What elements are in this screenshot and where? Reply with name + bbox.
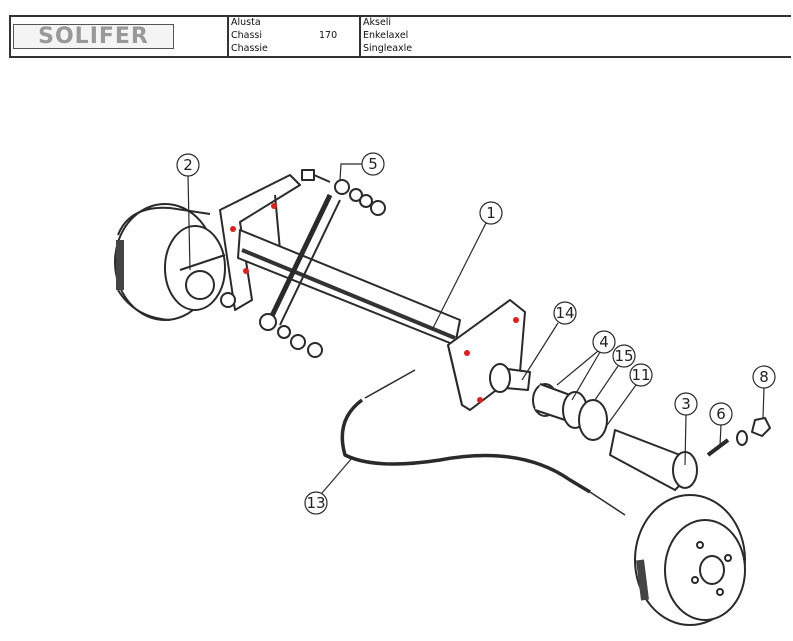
callout-15-label: 15 [614,347,633,365]
callout-2-label: 2 [183,156,193,174]
part-english: Singleaxle [363,43,413,54]
callout-5-label: 5 [368,155,378,173]
callout-11: 11 [604,363,653,429]
callout-14-label: 14 [555,304,574,322]
marker [243,268,249,274]
right-brake-drum [634,494,746,626]
axle-flange [447,299,526,411]
callout-5: 5 [339,152,385,181]
spline-shaft [489,363,531,393]
brand-logo-text: SOLIFER [38,23,149,49]
callout-6-label: 6 [716,405,726,423]
callout-2: 2 [176,153,200,271]
brake-cable [340,369,626,516]
callout-11-label: 11 [631,366,650,384]
callout-13: 13 [304,457,353,515]
category-number: 170 [319,30,338,41]
category-cell: Alusta Chassi 170 Chassie [229,17,361,56]
callout-3-label: 3 [681,395,691,413]
stub-axle [609,429,698,491]
callout-3: 3 [674,392,698,466]
red-markers [230,203,519,403]
parts-sheet-header: SOLIFER Alusta Chassi 170 Chassie Akseli… [9,15,791,58]
callout-6: 6 [709,402,733,446]
marker [271,203,277,209]
part-swedish: Enkelaxel [363,30,409,41]
bottom-fasteners [220,292,323,358]
callout-1-label: 1 [486,204,496,222]
callout-14: 14 [521,301,577,381]
callout-8: 8 [752,365,776,419]
logo-cell: SOLIFER [11,17,229,56]
part-finnish: Akseli [363,17,392,28]
callout-4-label: 4 [599,333,609,351]
category-finnish: Alusta [231,17,261,28]
category-swedish: Chassi [231,30,263,41]
bearing-assembly [532,383,608,441]
marker [464,350,470,356]
marker [477,397,483,403]
callout-1: 1 [431,201,503,331]
shock-strut [267,193,341,326]
brand-logo: SOLIFER [13,24,174,49]
callout-8-label: 8 [759,368,769,386]
marker [513,317,519,323]
left-brake-drum [114,203,226,321]
callout-4: 4 [556,330,616,401]
top-fasteners [301,169,386,216]
part-cell: Akseli Enkelaxel Singleaxle [361,17,791,56]
split-pin-set [706,417,771,457]
callout-15: 15 [594,344,636,401]
category-english: Chassie [231,43,268,54]
marker [230,226,236,232]
callout-13-label: 13 [306,494,325,512]
